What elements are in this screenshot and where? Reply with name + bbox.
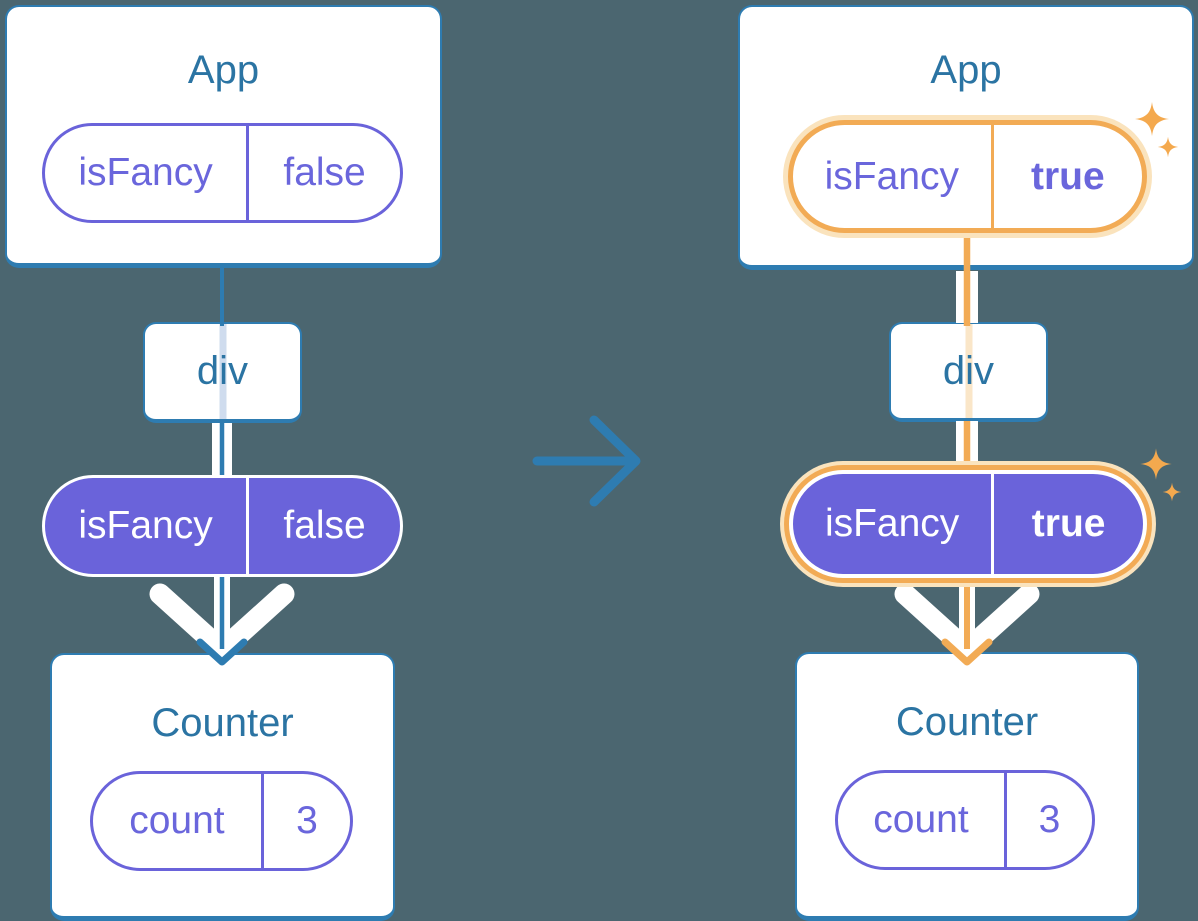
div-card-after: div (889, 322, 1048, 422)
sparkle-icon (1135, 102, 1169, 136)
big-white-arrowhead (894, 583, 1040, 661)
state-name: count (838, 773, 1007, 867)
flow-after (894, 230, 1040, 666)
div-label: div (196, 349, 249, 393)
app-title: App (930, 48, 1002, 92)
div-label: div (942, 348, 995, 393)
state-value: 3 (1038, 798, 1061, 841)
prop-value: false (283, 504, 366, 547)
counter-title: Counter (895, 700, 1039, 744)
state-name: count (93, 774, 264, 868)
prop-value: false (283, 151, 366, 194)
sparkle-icon (1140, 448, 1172, 480)
prop-value: true (1031, 502, 1106, 545)
prop-pill-isfancy-true: isFancy true (788, 120, 1147, 233)
counter-card-before: Counter count 3 (50, 653, 395, 921)
prop-name: isFancy (793, 474, 995, 574)
app-card-before: App isFancy false (5, 5, 442, 268)
state-pill-count: count 3 (90, 771, 353, 871)
arrow-head (589, 415, 641, 507)
sparkle-icon (1157, 136, 1179, 158)
prop-pill-isfancy-false: isFancy false (42, 123, 403, 223)
flow-before (149, 264, 295, 666)
faded-flow-line (219, 324, 226, 419)
state-pill-count: count 3 (835, 770, 1095, 870)
prop-name: isFancy (45, 478, 250, 574)
sparkles (1135, 102, 1182, 502)
passed-prop-pill-isfancy-true: isFancy true (789, 470, 1147, 578)
sparkle-icon (1162, 482, 1182, 502)
state-value: 3 (296, 799, 318, 842)
transition-arrow-icon (532, 415, 641, 507)
div-card-before: div (143, 322, 302, 423)
counter-title: Counter (151, 701, 294, 745)
counter-card-after: Counter count 3 (795, 652, 1139, 921)
prop-name: isFancy (45, 126, 250, 220)
chevron-down-icon (941, 638, 993, 666)
app-title: App (187, 48, 260, 92)
prop-value: true (1030, 154, 1105, 198)
passed-prop-pill-isfancy-false: isFancy false (42, 475, 403, 577)
prop-name: isFancy (793, 125, 994, 228)
faded-flow-line (965, 324, 972, 418)
chevron-down-icon (196, 638, 248, 666)
big-white-arrowhead (149, 583, 295, 661)
